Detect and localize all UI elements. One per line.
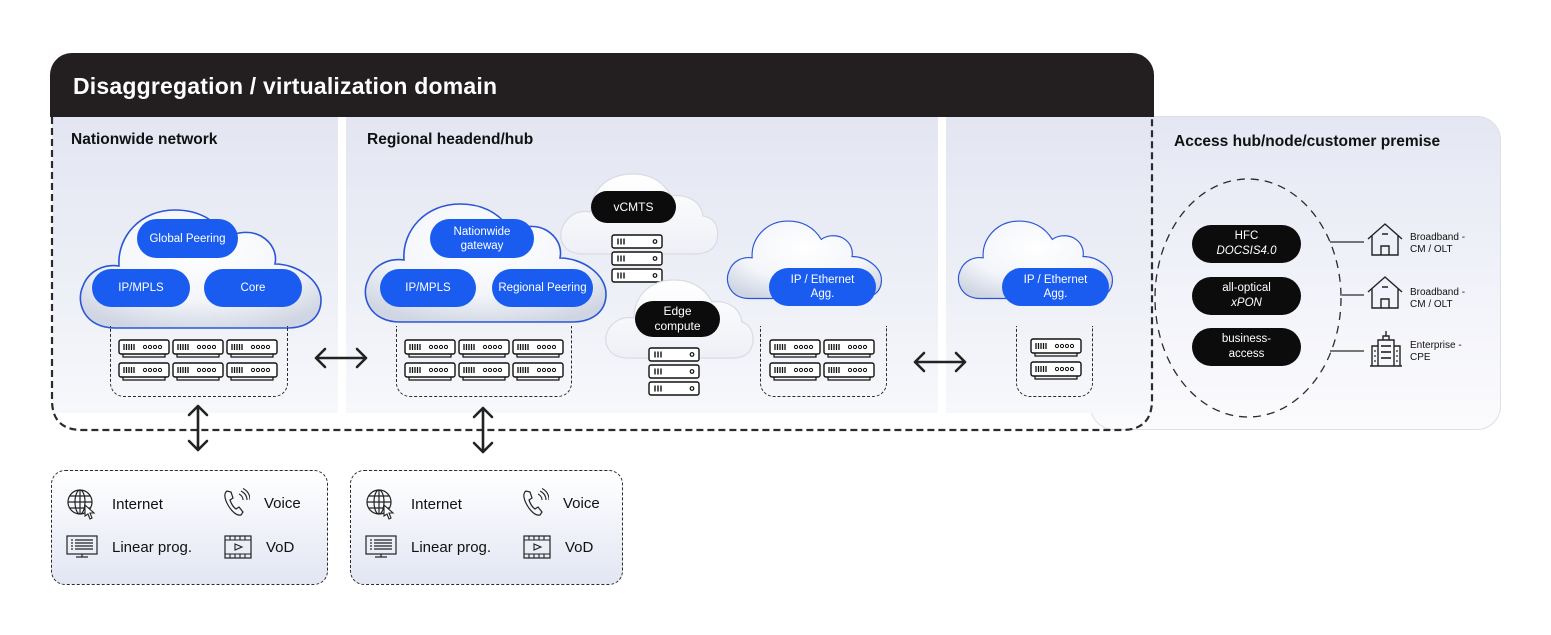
globe-cursor-icon [67, 489, 96, 520]
server-icon [512, 362, 564, 381]
pill-global-peering: Global Peering [137, 219, 238, 258]
server-icon [118, 362, 170, 381]
regional-agg-cloud [724, 205, 924, 329]
nationwide-services-box: Internet Voice Linear prog. VoD [51, 470, 328, 585]
service-vod: VoD [523, 535, 593, 559]
server-icon [172, 339, 224, 358]
aggregation-cloud [955, 205, 1155, 329]
service-linear-prog: Linear prog. [66, 535, 192, 559]
server-icon [769, 362, 821, 381]
server-icon [1030, 361, 1082, 380]
pill-core: Core [204, 269, 302, 307]
server-icon [404, 339, 456, 358]
regional-agg-server-rack [760, 326, 887, 397]
service-voice: Voice [521, 488, 600, 518]
server-icon [458, 362, 510, 381]
phone-icon [224, 488, 250, 516]
server-icon [172, 362, 224, 381]
endpoint-label: Broadband - CM / OLT [1410, 232, 1466, 255]
pill-ip-ethernet-agg-regional: IP / Ethernet Agg. [769, 268, 876, 306]
bidirectional-arrow-icon [913, 351, 967, 373]
server-icon [226, 339, 278, 358]
service-internet: Internet [66, 488, 163, 520]
house-icon [1367, 223, 1403, 256]
office-building-icon [1370, 331, 1402, 367]
pill-all-optical: all-optical xPON [1192, 277, 1301, 315]
tv-guide-icon [365, 535, 397, 558]
server-icon [1030, 338, 1082, 357]
pill-nationwide-gateway: Nationwide gateway [430, 219, 534, 258]
access-title: Access hub/node/customer premise [1174, 133, 1441, 150]
server-icon [823, 339, 875, 358]
regional-services-box: Internet Voice Linear prog. VoD [350, 470, 623, 585]
server-icon [118, 339, 170, 358]
endpoint-label: Broadband - CM / OLT [1410, 287, 1466, 310]
server-icon [458, 339, 510, 358]
pill-regional-peering: Regional Peering [492, 269, 593, 307]
pill-vcmts: vCMTS [591, 191, 676, 223]
pill-ip-mpls: IP/MPLS [92, 269, 190, 307]
globe-cursor-icon [366, 489, 395, 520]
server-icon [404, 362, 456, 381]
server-icon [648, 364, 700, 379]
service-vod: VoD [224, 535, 294, 559]
pill-edge-compute: Edge compute [635, 301, 720, 337]
endpoint-label: Enterprise - CPE [1410, 340, 1462, 363]
domain-header [50, 53, 1154, 117]
video-film-icon [523, 535, 551, 559]
nationwide-cloud [75, 188, 325, 338]
vertical-arrow-icon [187, 404, 209, 452]
nationwide-title: Nationwide network [71, 131, 218, 148]
server-icon [611, 234, 663, 249]
server-icon [512, 339, 564, 358]
nationwide-server-rack [110, 326, 288, 397]
domain-title: Disaggregation / virtualization domain [73, 73, 498, 99]
regional-title: Regional headend/hub [367, 131, 534, 148]
phone-icon [523, 488, 549, 516]
house-icon [1367, 276, 1403, 309]
pill-ip-mpls-regional: IP/MPLS [380, 269, 476, 307]
vertical-arrow-icon [472, 406, 494, 454]
pill-ip-ethernet-agg: IP / Ethernet Agg. [1002, 268, 1109, 306]
server-icon [226, 362, 278, 381]
tv-guide-icon [66, 535, 98, 558]
pill-business-access: business- access [1192, 328, 1301, 366]
service-internet: Internet [365, 488, 462, 520]
server-icon [648, 347, 700, 362]
aggregation-server-rack [1016, 326, 1093, 397]
bidirectional-arrow-icon [314, 347, 368, 369]
service-voice: Voice [222, 488, 301, 518]
server-icon [823, 362, 875, 381]
server-icon [769, 339, 821, 358]
regional-server-rack [396, 326, 572, 397]
service-linear-prog: Linear prog. [365, 535, 491, 559]
pill-hfc: HFC DOCSIS4.0 [1192, 225, 1301, 263]
server-icon [648, 381, 700, 396]
server-icon [611, 251, 663, 266]
video-film-icon [224, 535, 252, 559]
